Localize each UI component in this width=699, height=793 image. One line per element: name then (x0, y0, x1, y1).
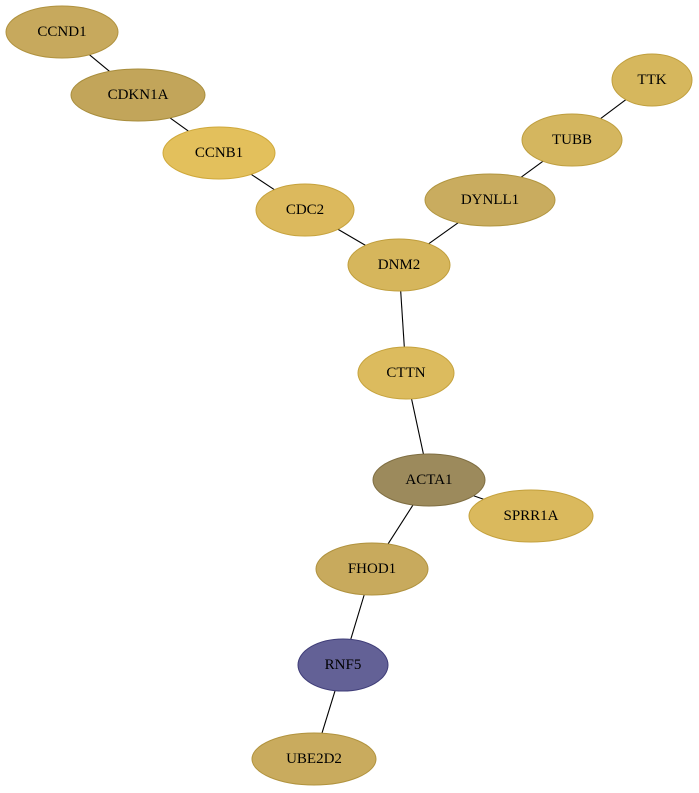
node-shape[interactable] (162, 126, 276, 180)
node-cdkn1a[interactable]: CDKN1A (70, 68, 206, 122)
edge-tubb-dynll1 (520, 160, 544, 178)
node-shape[interactable] (357, 346, 455, 400)
node-dnm2[interactable]: DNM2 (347, 238, 451, 292)
node-fhod1[interactable]: FHOD1 (315, 542, 429, 596)
edge-dnm2-cttn (400, 290, 405, 348)
node-label: ACTA1 (405, 472, 452, 488)
edge-dynll1-dnm2 (428, 222, 459, 245)
node-ccnb1[interactable]: CCNB1 (162, 126, 276, 180)
node-shape[interactable] (315, 542, 429, 596)
edge-cdkn1a-ccnb1 (169, 117, 189, 132)
edge-ttk-tubb (600, 99, 627, 120)
edge-fhod1-rnf5 (350, 594, 365, 640)
node-ttk[interactable]: TTK (611, 53, 693, 107)
node-label: CDC2 (286, 202, 324, 218)
node-cdc2[interactable]: CDC2 (255, 183, 355, 237)
edge-cdc2-dnm2 (337, 228, 366, 246)
node-ccnd1[interactable]: CCND1 (5, 5, 119, 59)
node-shape[interactable] (347, 238, 451, 292)
node-shape[interactable] (70, 68, 206, 122)
edge-layer (89, 54, 627, 734)
node-shape[interactable] (297, 638, 389, 692)
node-cttn[interactable]: CTTN (357, 346, 455, 400)
node-tubb[interactable]: TUBB (521, 113, 623, 167)
node-sprr1a[interactable]: SPRR1A (468, 489, 594, 543)
edge-cttn-acta1 (411, 398, 424, 455)
node-shape[interactable] (255, 183, 355, 237)
node-dynll1[interactable]: DYNLL1 (424, 173, 556, 227)
node-label: TUBB (552, 132, 592, 148)
node-shape[interactable] (468, 489, 594, 543)
node-label: CCND1 (37, 24, 86, 40)
node-ube2d2[interactable]: UBE2D2 (251, 732, 377, 786)
node-shape[interactable] (372, 453, 486, 507)
edge-ccnb1-cdc2 (250, 173, 275, 191)
edge-acta1-sprr1a (473, 495, 484, 500)
node-shape[interactable] (611, 53, 693, 107)
node-shape[interactable] (521, 113, 623, 167)
node-label: TTK (637, 72, 666, 88)
node-label: FHOD1 (348, 561, 396, 577)
node-label: UBE2D2 (286, 751, 342, 767)
node-shape[interactable] (5, 5, 119, 59)
node-rnf5[interactable]: RNF5 (297, 638, 389, 692)
node-label: DYNLL1 (461, 192, 519, 208)
node-acta1[interactable]: ACTA1 (372, 453, 486, 507)
node-shape[interactable] (424, 173, 556, 227)
edge-acta1-fhod1 (387, 504, 414, 545)
node-label: RNF5 (325, 657, 362, 673)
edge-rnf5-ube2d2 (321, 690, 336, 734)
node-label: DNM2 (378, 257, 421, 273)
node-label: CCNB1 (195, 145, 243, 161)
node-label: SPRR1A (503, 508, 558, 524)
node-label: CDKN1A (108, 87, 169, 103)
node-shape[interactable] (251, 732, 377, 786)
node-label: CTTN (386, 365, 425, 381)
edge-ccnd1-cdkn1a (89, 54, 110, 72)
